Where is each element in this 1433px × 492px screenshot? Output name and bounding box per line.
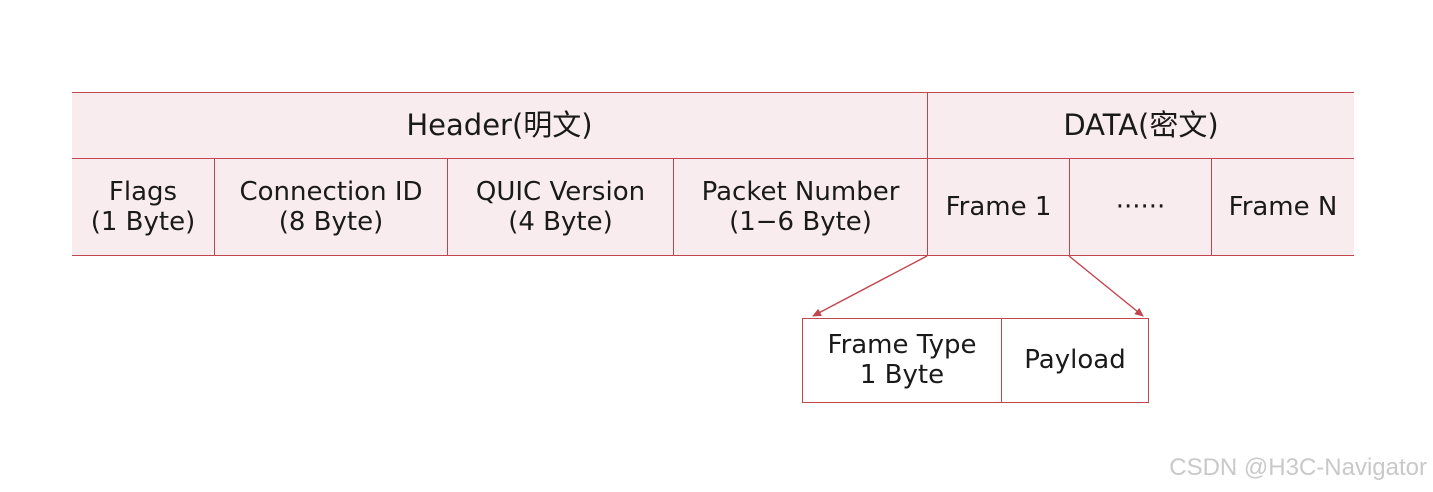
frame-n: Frame N xyxy=(1212,159,1354,256)
field-quic-version: QUIC Version (4 Byte) xyxy=(448,159,673,256)
field-size: (1−6 Byte) xyxy=(729,206,872,237)
field-divider xyxy=(447,158,448,256)
header-data-divider xyxy=(927,92,928,256)
field-size: (4 Byte) xyxy=(508,206,613,237)
frame-type-label: Frame Type xyxy=(827,330,977,361)
header-title-label: Header(明文) xyxy=(406,107,593,142)
field-packet-number: Packet Number (1−6 Byte) xyxy=(674,159,927,256)
field-name: Flags xyxy=(108,177,178,208)
frame-type-size: 1 Byte xyxy=(859,359,945,390)
field-name: Packet Number xyxy=(701,177,900,208)
field-divider xyxy=(214,158,215,256)
field-connection-id: Connection ID (8 Byte) xyxy=(215,159,447,256)
frame-label: Frame N xyxy=(1228,191,1338,222)
field-size: (1 Byte) xyxy=(90,206,196,237)
frame-label: ······ xyxy=(1115,191,1166,222)
frame-divider xyxy=(1211,158,1212,256)
frame-1: Frame 1 xyxy=(928,159,1069,256)
frame-detail-divider xyxy=(1001,318,1002,403)
frame-detail-box xyxy=(802,318,1149,403)
field-flags: Flags (1 Byte) xyxy=(72,159,214,256)
payload-label: Payload xyxy=(1024,344,1126,375)
frame-type-cell: Frame Type 1 Byte xyxy=(803,319,1001,402)
arrow-right xyxy=(1068,255,1144,317)
field-size: (8 Byte) xyxy=(278,206,384,237)
frame-divider xyxy=(1069,158,1070,256)
watermark: CSDN @H3C-Navigator xyxy=(1169,454,1427,481)
field-name: Connection ID xyxy=(239,177,423,208)
field-name: QUIC Version xyxy=(475,177,646,208)
packet-band xyxy=(72,92,1354,256)
payload-cell: Payload xyxy=(1002,319,1148,402)
field-divider xyxy=(673,158,674,256)
data-title: DATA(密文) xyxy=(928,92,1354,158)
frame-ellipsis: ······ xyxy=(1070,159,1211,256)
data-title-label: DATA(密文) xyxy=(1063,107,1219,142)
row-divider xyxy=(72,158,1354,159)
arrow-left xyxy=(812,255,928,317)
header-title: Header(明文) xyxy=(72,92,927,158)
frame-label: Frame 1 xyxy=(945,191,1052,222)
